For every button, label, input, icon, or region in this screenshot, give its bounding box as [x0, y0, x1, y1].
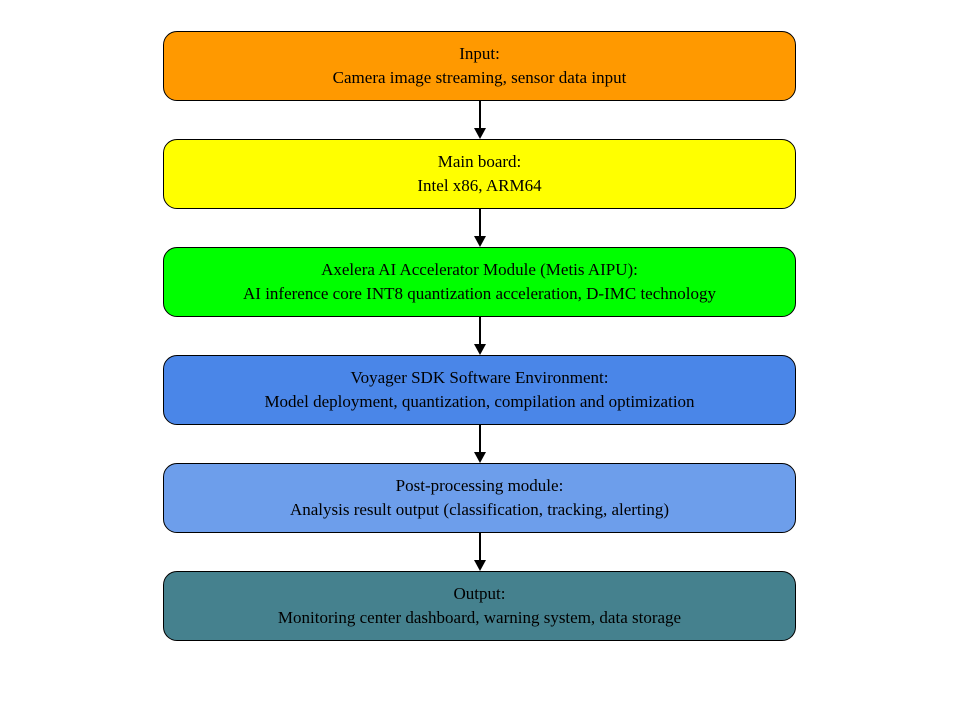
arrow-shaft: [478, 533, 481, 561]
arrow-head-icon: [473, 560, 486, 571]
flow-node-input: Input: Camera image streaming, sensor da…: [163, 31, 796, 101]
node-title: Output:: [453, 584, 506, 603]
down-arrow: [163, 425, 796, 463]
flow-node-ai-accelerator: Axelera AI Accelerator Module (Metis AIP…: [163, 247, 796, 317]
node-title: Post-processing module:: [395, 476, 564, 495]
node-title: Voyager SDK Software Environment:: [350, 368, 609, 387]
node-title: Input:: [459, 44, 500, 63]
arrow-shaft: [478, 317, 481, 345]
node-title: Main board:: [437, 152, 522, 171]
arrow-shaft: [478, 209, 481, 237]
arrow-shaft: [478, 101, 481, 129]
flow-node-voyager-sdk: Voyager SDK Software Environment: Model …: [163, 355, 796, 425]
flow-node-main-board: Main board: Intel x86, ARM64: [163, 139, 796, 209]
down-arrow: [163, 317, 796, 355]
arrow-head-icon: [473, 344, 486, 355]
node-subtitle: Model deployment, quantization, compilat…: [264, 392, 695, 411]
down-arrow: [163, 533, 796, 571]
flow-node-output: Output: Monitoring center dashboard, war…: [163, 571, 796, 641]
arrow-head-icon: [473, 452, 486, 463]
node-subtitle: AI inference core INT8 quantization acce…: [243, 284, 716, 303]
flow-node-post-processing: Post-processing module: Analysis result …: [163, 463, 796, 533]
node-subtitle: Analysis result output (classification, …: [289, 500, 670, 519]
node-subtitle: Camera image streaming, sensor data inpu…: [332, 68, 627, 87]
down-arrow: [163, 101, 796, 139]
node-title: Axelera AI Accelerator Module (Metis AIP…: [321, 260, 638, 279]
down-arrow: [163, 209, 796, 247]
flowchart: Input: Camera image streaming, sensor da…: [163, 31, 796, 641]
node-subtitle: Intel x86, ARM64: [417, 176, 542, 195]
node-subtitle: Monitoring center dashboard, warning sys…: [277, 608, 682, 627]
arrow-head-icon: [473, 128, 486, 139]
arrow-head-icon: [473, 236, 486, 247]
arrow-shaft: [478, 425, 481, 453]
